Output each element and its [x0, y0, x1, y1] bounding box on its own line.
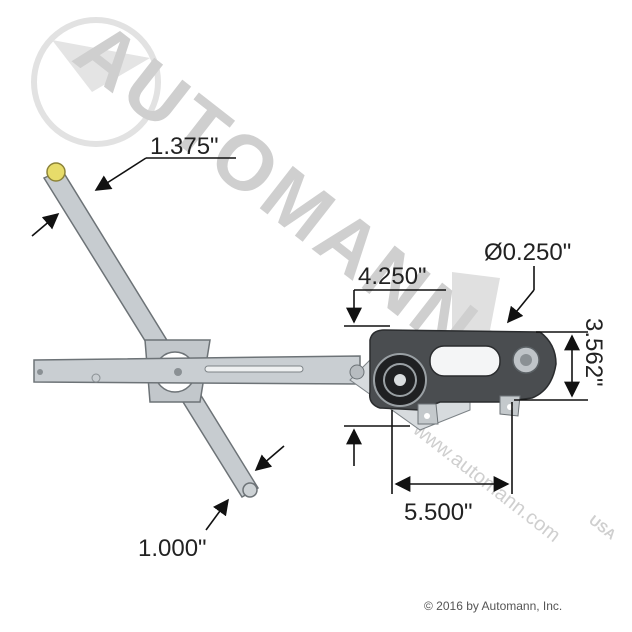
bolt-arrow: [506, 289, 535, 324]
dimension-annotations: [31, 157, 588, 531]
bar-stamp: [91, 373, 101, 383]
horizontal-bar: [33, 355, 361, 385]
watermark-url: www.automann.com: [408, 418, 564, 547]
lift-arm: [42, 169, 260, 499]
bottom-roller: [242, 482, 258, 498]
watermark-tag: USA: [586, 512, 619, 543]
watermark-brand: AUTOMANN: [60, 4, 497, 372]
left-mount-hole: [424, 413, 430, 419]
dim-label-arm-tip: 1.000": [138, 535, 207, 562]
dim-label-mount-height: 3.562": [580, 318, 607, 387]
watermark-circle: [31, 17, 161, 147]
watermark-swoosh: [52, 40, 150, 92]
dim-label-arm-width: 1.375": [150, 133, 219, 160]
arm-tip-arrow-bottom: [205, 498, 229, 531]
arm-width-arrow-bottom: [31, 212, 60, 237]
bar-slot: [204, 365, 304, 373]
top-roller: [46, 162, 66, 182]
spring-center: [394, 374, 406, 386]
bar-end-hole: [37, 369, 43, 375]
dim-label-mount-spacing: 5.500": [404, 499, 473, 526]
pivot-rivet: [349, 364, 365, 380]
dim-label-bolt-diameter: Ø0.250": [484, 239, 571, 266]
regulator-assembly: [33, 162, 557, 499]
spring-coil-inner: [383, 363, 417, 397]
drive-hub-spline: [520, 354, 532, 366]
copyright-text: © 2016 by Automann, Inc.: [424, 599, 562, 613]
bracket-slot: [429, 345, 501, 377]
dim-label-drop: 4.250": [358, 263, 427, 290]
arm-tip-arrow-top: [254, 445, 285, 472]
arm-width-arrow-top: [94, 157, 147, 191]
bar-rivet: [174, 368, 182, 376]
